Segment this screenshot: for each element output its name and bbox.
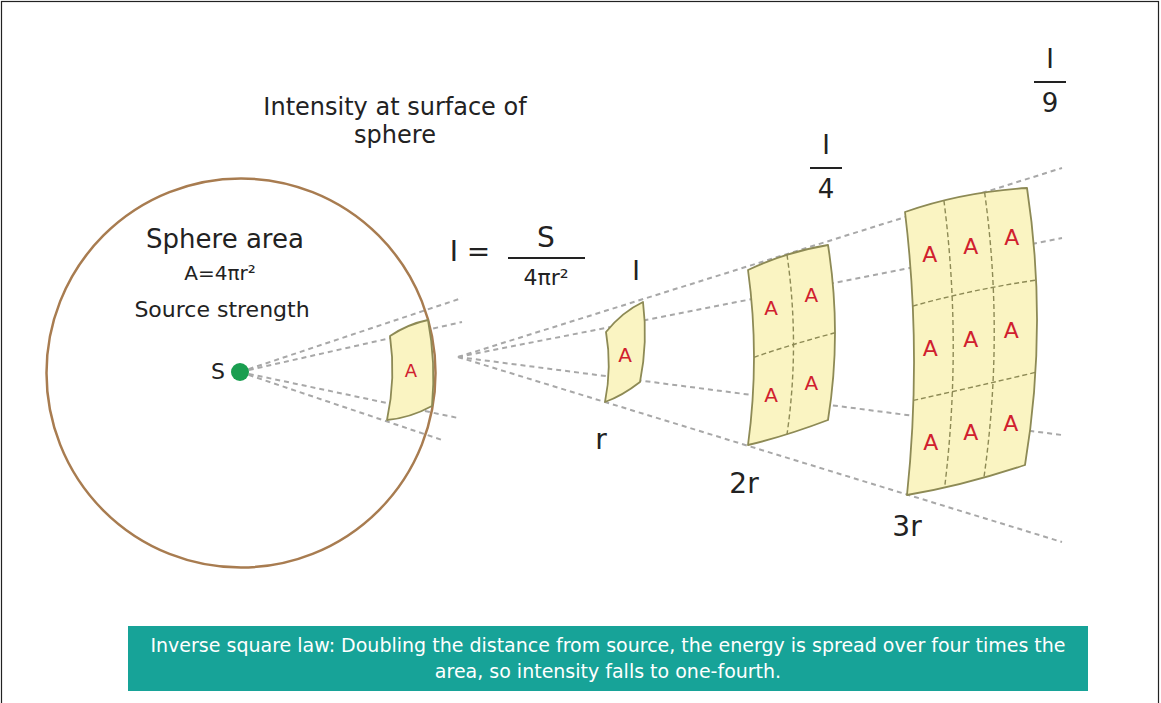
area-letter: A [1003, 411, 1018, 436]
grid-line [944, 200, 953, 487]
area-letter: A [805, 371, 819, 394]
intensity-label: 4 [818, 175, 835, 205]
area-letter: A [923, 336, 938, 361]
formula-part: S [537, 222, 555, 254]
grid-line [984, 192, 994, 477]
formula-part: 4πr² [523, 265, 568, 290]
sphere-ring [47, 179, 436, 568]
intensity-label: I [822, 131, 830, 161]
area-letter: A [405, 360, 417, 381]
distance-label: r [595, 424, 607, 456]
patch-shape [748, 245, 835, 445]
sphere-label: A=4πr² [184, 262, 255, 285]
area-letter: A [764, 296, 778, 319]
area-letter: A [963, 234, 978, 259]
patch-shape [605, 302, 645, 402]
patch-outline [745, 242, 845, 448]
intensity-label: I [632, 257, 640, 287]
grid-line [913, 372, 1035, 400]
heading-note: Intensity at surface of sphere [260, 94, 530, 149]
formula-part: I = [450, 236, 491, 268]
dashed-rays [240, 168, 1062, 542]
intensity-label: 9 [1042, 89, 1059, 119]
source-dot [231, 363, 249, 381]
area-patch: A A A A [745, 242, 845, 448]
area-patch: A [602, 299, 651, 405]
intensity-label: I [1046, 45, 1054, 75]
sphere-circle: Sphere areaA=4πr² Source strengthS A [45, 177, 437, 569]
area-letter: A [805, 284, 819, 307]
area-letter: A [1004, 226, 1019, 251]
sphere-label: Source strength [134, 297, 309, 322]
patch-shape [387, 320, 433, 420]
area-letter: A [618, 343, 632, 366]
area-letter: A [923, 430, 938, 455]
patch-shape [905, 188, 1037, 495]
sphere-label: Sphere area [146, 225, 304, 255]
area-letter: A [963, 327, 978, 352]
area-patch: A [384, 317, 439, 423]
area-letter: A [1004, 318, 1019, 343]
area-letter: A [963, 421, 978, 446]
grid-line [754, 333, 835, 358]
area-letter: A [764, 384, 778, 407]
area-letter: A [922, 242, 937, 267]
caption-band: Inverse square law: Doubling the distanc… [128, 626, 1088, 691]
distance-label: 3r [892, 511, 921, 543]
sphere-label: S [211, 359, 225, 384]
grid-line [913, 280, 1036, 306]
area-patch: AAAAAAAAA [902, 185, 1051, 498]
distance-label: 2r [729, 468, 758, 500]
